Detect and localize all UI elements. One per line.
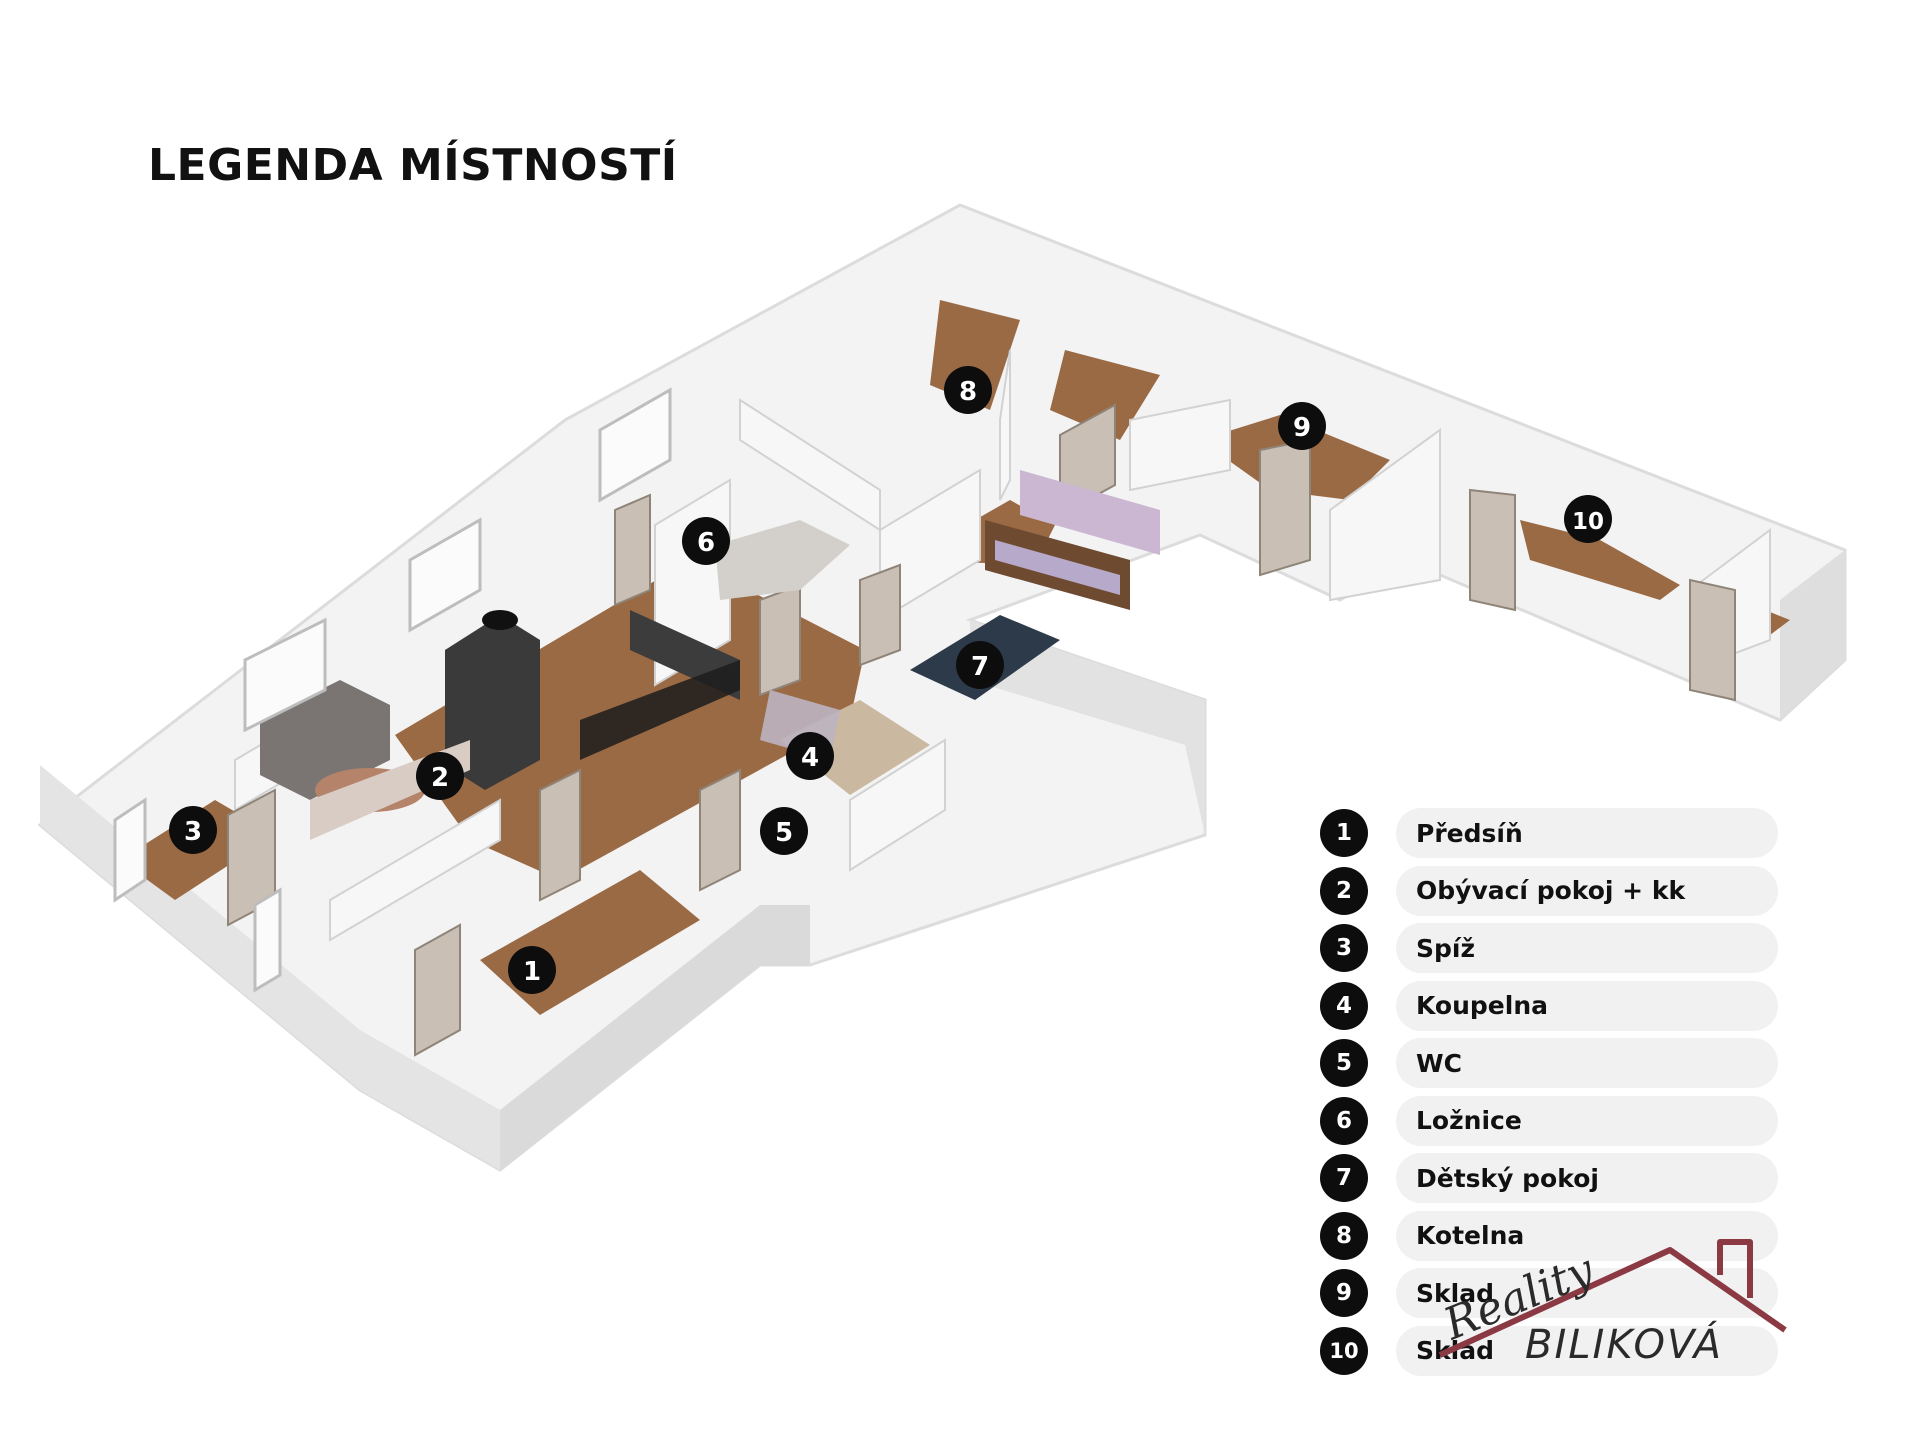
legend-number: 10 <box>1320 1326 1368 1375</box>
chimney-outline <box>1717 1239 1753 1298</box>
svg-text:4: 4 <box>801 743 819 773</box>
svg-text:3: 3 <box>184 817 202 847</box>
legend-item: 7 Dětský pokoj <box>1320 1153 1780 1203</box>
room-marker-8[interactable]: 8 <box>944 366 992 414</box>
svg-text:8: 8 <box>959 377 977 407</box>
legend-number: 9 <box>1320 1269 1368 1317</box>
svg-text:5: 5 <box>775 818 793 848</box>
svg-text:10: 10 <box>1572 509 1604 535</box>
legend-label: Kotelna <box>1396 1210 1778 1261</box>
legend-item: 1 Předsíň <box>1320 808 1780 858</box>
legend-label: Předsíň <box>1396 808 1778 858</box>
svg-text:9: 9 <box>1293 413 1311 443</box>
legend-number: 4 <box>1320 981 1368 1030</box>
legend-item: 8 Kotelna <box>1320 1210 1780 1261</box>
roof-outline <box>1438 1247 1787 1358</box>
legend-label: Obývací pokoj + kk <box>1396 865 1778 916</box>
legend-number: 6 <box>1320 1096 1368 1145</box>
legend-number: 1 <box>1320 809 1368 857</box>
legend-label: Dětský pokoj <box>1396 1153 1778 1203</box>
room-marker-4[interactable]: 4 <box>786 732 834 780</box>
room-marker-5[interactable]: 5 <box>760 807 808 855</box>
room-marker-10[interactable]: 10 <box>1564 495 1612 543</box>
legend-item: 10 Sklad <box>1320 1325 1780 1376</box>
room-legend: 1 Předsíň 2 Obývací pokoj + kk 3 Spíž 4 … <box>1320 808 1780 1383</box>
svg-text:2: 2 <box>431 763 449 793</box>
legend-number: 2 <box>1320 866 1368 915</box>
room-marker-1[interactable]: 1 <box>508 946 556 994</box>
svg-text:1: 1 <box>523 957 541 987</box>
legend-number: 5 <box>1320 1039 1368 1087</box>
watermark-logo: Reality BILIKOVÁ <box>1436 1239 1787 1368</box>
legend-label: Spíž <box>1396 923 1778 973</box>
furniture <box>260 470 1160 840</box>
legend-number: 8 <box>1320 1211 1368 1260</box>
room-marker-3[interactable]: 3 <box>169 806 217 854</box>
legend-number: 7 <box>1320 1154 1368 1202</box>
legend-label: Sklad <box>1396 1268 1778 1318</box>
room-marker-6[interactable]: 6 <box>682 517 730 565</box>
legend-label: WC <box>1396 1038 1778 1088</box>
legend-label: Koupelna <box>1396 980 1778 1031</box>
legend-item: 6 Ložnice <box>1320 1095 1780 1146</box>
legend-item: 9 Sklad <box>1320 1268 1780 1318</box>
svg-text:7: 7 <box>971 652 989 682</box>
room-marker-2[interactable]: 2 <box>416 752 464 800</box>
legend-label: Sklad <box>1396 1325 1778 1376</box>
windows <box>113 387 672 993</box>
page-title: LEGENDA MÍSTNOSTÍ <box>148 140 678 191</box>
room-marker-7[interactable]: 7 <box>956 641 1004 689</box>
legend-item: 4 Koupelna <box>1320 980 1780 1031</box>
room-marker-9[interactable]: 9 <box>1278 402 1326 450</box>
legend-item: 2 Obývací pokoj + kk <box>1320 865 1780 916</box>
legend-item: 3 Spíž <box>1320 923 1780 973</box>
legend-number: 3 <box>1320 924 1368 972</box>
legend-item: 5 WC <box>1320 1038 1780 1088</box>
room-markers: 1 2 3 4 5 6 7 8 9 10 <box>169 366 1612 994</box>
svg-text:6: 6 <box>697 528 715 558</box>
legend-label: Ložnice <box>1396 1095 1778 1146</box>
watermark-name: BILIKOVÁ <box>1525 1320 1723 1368</box>
